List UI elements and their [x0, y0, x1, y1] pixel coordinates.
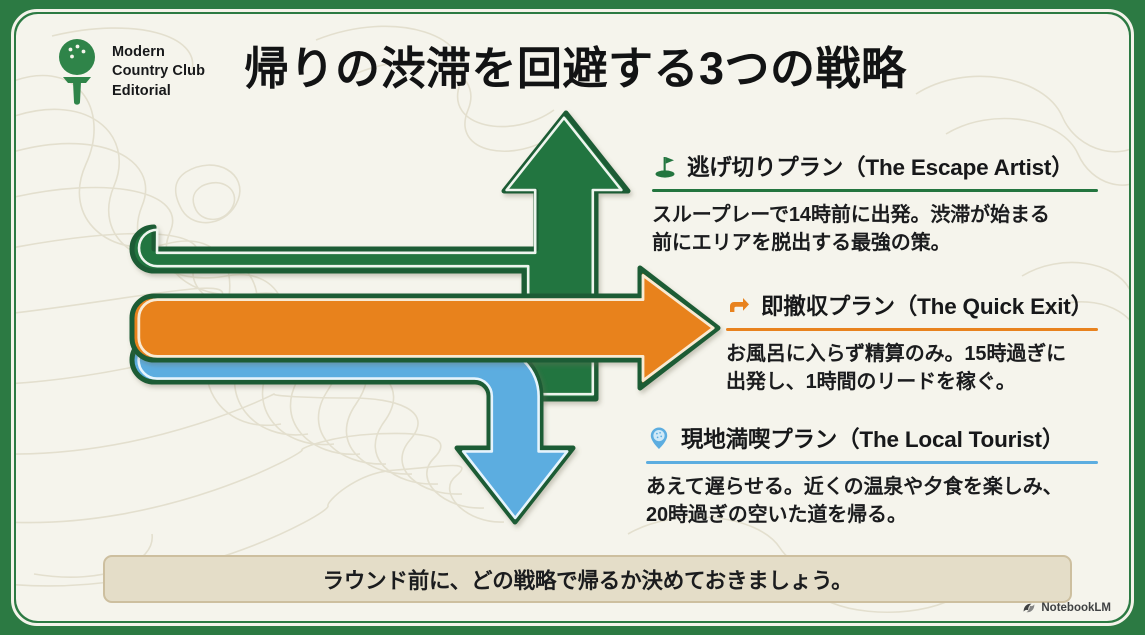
- plan-heading: 即撤収プラン（The Quick Exit）: [726, 289, 1098, 321]
- plan-divider: [652, 189, 1098, 192]
- slide-frame-hairline: [11, 9, 1134, 626]
- slide-panel: Modern Country Club Editorial 帰りの渋滞を回避する…: [16, 14, 1129, 621]
- arrow-local-tourist: [129, 335, 576, 525]
- notebooklm-label: NotebookLM: [1041, 602, 1111, 614]
- arrow-escape-artist: [129, 110, 631, 402]
- page-title: 帰りの渋滞を回避する3つの戦略: [244, 43, 907, 94]
- plan-description: あえて遅らせる。近くの温泉や夕食を楽しみ、 20時過ぎの空いた道を帰る。: [646, 475, 1063, 526]
- golf-ball-on-tee-icon: [59, 39, 95, 105]
- plan-divider: [646, 461, 1098, 464]
- plan-heading: 逃げ切りプラン（The Escape Artist）: [652, 150, 1098, 182]
- plan-title: 現地満喫プラン（The Local Tourist）: [681, 427, 1065, 452]
- brand-name: Modern Country Club Editorial: [112, 44, 206, 99]
- notebooklm-watermark: NotebookLM: [1022, 601, 1111, 615]
- map-pin-icon: [650, 427, 668, 449]
- plan-title: 即撤収プラン（The Quick Exit）: [761, 294, 1093, 319]
- plan-title: 逃げ切りプラン（The Escape Artist）: [687, 155, 1074, 180]
- three-strategy-arrows-diagram: [129, 110, 721, 525]
- plan-divider: [726, 328, 1098, 331]
- golf-flag-icon: [655, 157, 675, 178]
- notebooklm-icon: [1023, 603, 1035, 613]
- plan-description: お風呂に入らず精算のみ。15時過ぎに 出発し、1時間のリードを稼ぐ。: [726, 342, 1067, 393]
- footer-callout-banner: ラウンド前に、どの戦略で帰るか決めておきましょう。: [103, 555, 1072, 603]
- plan-card-local-tourist: 現地満喫プラン（The Local Tourist） あえて遅らせる。近くの温泉…: [646, 422, 1098, 529]
- arrow-quick-exit: [129, 265, 721, 391]
- plan-card-quick-exit: 即撤収プラン（The Quick Exit） お風呂に入らず精算のみ。15時過ぎ…: [726, 289, 1098, 396]
- turn-right-arrow-icon: [730, 298, 749, 312]
- plan-heading: 現地満喫プラン（The Local Tourist）: [646, 422, 1098, 454]
- plan-card-escape-artist: 逃げ切りプラン（The Escape Artist） スループレーで14時前に出…: [652, 150, 1098, 257]
- footer-callout-text: ラウンド前に、どの戦略で帰るか決めておきましょう。: [322, 568, 853, 593]
- brand-lockup: Modern Country Club Editorial: [54, 36, 205, 108]
- plan-description: スループレーで14時前に出発。渋滞が始まる 前にエリアを脱出する最強の策。: [652, 203, 1050, 254]
